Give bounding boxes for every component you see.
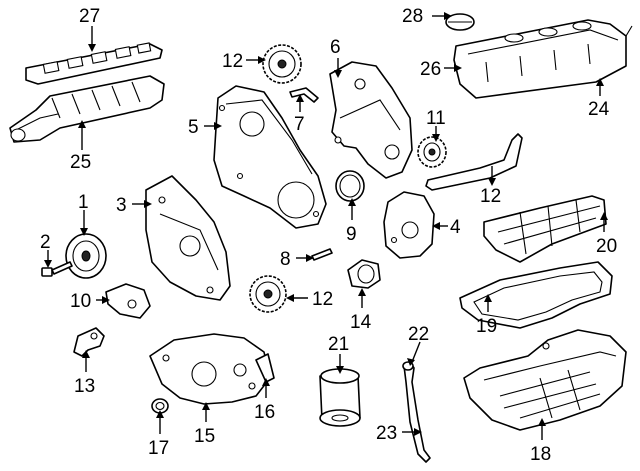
callout-18: 17 [148, 438, 169, 459]
callout-13: 12 [480, 186, 501, 207]
callout-11: 11 [426, 108, 446, 129]
callout-3: 3 [116, 195, 127, 216]
oil-pan-upper-part [483, 195, 607, 263]
callout-16: 15 [194, 426, 215, 447]
sensor-part [73, 327, 105, 357]
callout-24: 23 [376, 423, 397, 444]
tensioner-pulley-part [347, 259, 381, 289]
timing-guide-part [289, 87, 319, 103]
crankshaft-pulley-part [65, 233, 107, 279]
pulley-bolt-part [41, 261, 73, 277]
intake-manifold-part [9, 75, 165, 143]
callout-7: 7 [294, 114, 305, 135]
callout-22: 21 [328, 334, 349, 355]
callout-17: 16 [254, 402, 275, 423]
callout-28: 27 [79, 6, 100, 27]
valve-cover-part [453, 19, 633, 99]
oil-pump-part [149, 333, 271, 405]
dipstick-tube-part [402, 361, 431, 463]
leader-lines [44, 12, 608, 440]
callout-12-upper: 12 [222, 51, 243, 72]
intake-manifold-gasket-part [25, 42, 163, 85]
callout-12-lower: 12 [312, 289, 333, 310]
engine-mount-bracket-part [329, 61, 413, 179]
callout-8: 8 [280, 249, 291, 270]
callout-25: 24 [588, 99, 610, 120]
callout-15: 14 [350, 312, 372, 333]
callout-29: 28 [402, 6, 423, 27]
oring-seal-part [335, 170, 365, 202]
callout-10: 10 [70, 291, 91, 312]
oil-pan-gasket-part [459, 261, 613, 329]
callout-20: 19 [476, 316, 497, 337]
callout-2: 2 [40, 232, 51, 253]
callout-23: 22 [408, 324, 429, 345]
oil-filter-part [319, 368, 361, 427]
callout-19: 18 [530, 444, 551, 465]
callout-labels: 27 25 28 12 6 26 24 7 5 11 12 3 1 2 9 4 … [40, 6, 617, 465]
callout-1: 1 [78, 192, 89, 213]
bracket-part [105, 283, 151, 319]
dowel-pin-part [311, 248, 333, 261]
callout-26: 25 [70, 152, 91, 173]
callout-5: 5 [188, 117, 199, 138]
callout-9: 9 [346, 224, 357, 245]
oil-pan-part [463, 329, 627, 431]
timing-belt-part [425, 133, 523, 191]
callout-21: 20 [596, 236, 617, 257]
oil-pump-gasket-part [255, 353, 275, 383]
timing-cover-part [213, 85, 327, 229]
cover-plate-part [383, 191, 435, 259]
callout-27: 26 [420, 59, 441, 80]
camshaft-sprocket-lower-part [249, 275, 287, 313]
rear-timing-cover-part [145, 175, 231, 301]
crankshaft-sprocket-part [417, 136, 447, 168]
camshaft-sprocket-upper-part [262, 44, 302, 84]
callout-4: 4 [450, 217, 461, 238]
oil-filler-cap-part [445, 13, 475, 31]
callout-6: 6 [330, 37, 341, 58]
callout-14: 13 [74, 376, 95, 397]
